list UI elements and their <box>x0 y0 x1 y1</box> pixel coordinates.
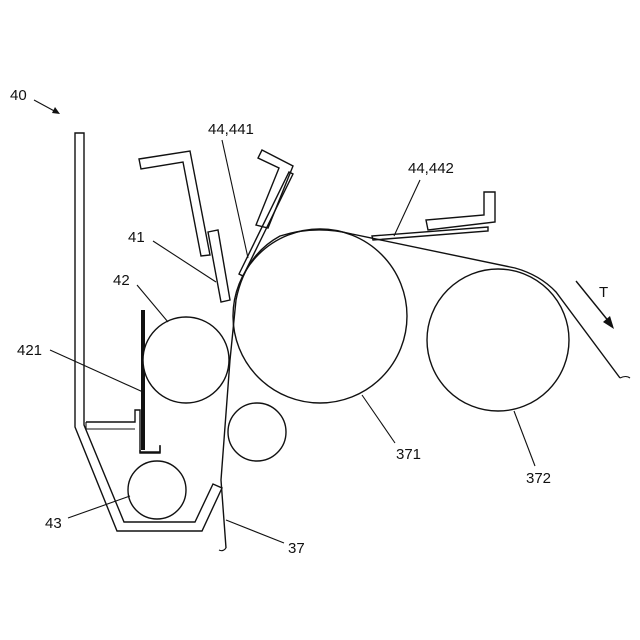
leader-372 <box>514 411 535 466</box>
label-40: 40 <box>10 87 27 104</box>
label-37: 37 <box>288 540 305 557</box>
blade-holder-442 <box>426 192 495 230</box>
roller-371 <box>233 229 407 403</box>
blade-421 <box>141 310 145 450</box>
direction-arrowhead <box>603 316 614 329</box>
blade-421-holder <box>86 410 160 452</box>
roller-42 <box>143 317 229 403</box>
label-T: T <box>599 284 608 301</box>
label-44-442: 44,442 <box>408 160 454 177</box>
label-41: 41 <box>128 229 145 246</box>
part-41 <box>208 230 230 302</box>
blade-holder-441 <box>256 150 293 228</box>
belt-37-tail <box>219 548 226 551</box>
leader-441 <box>222 140 248 258</box>
leader-421 <box>50 350 143 392</box>
backup-roller <box>228 403 286 461</box>
belt-37-end <box>620 377 630 379</box>
leader-371 <box>362 395 395 443</box>
blade-442 <box>372 227 488 240</box>
label-42: 42 <box>113 272 130 289</box>
leader-37 <box>226 520 284 543</box>
blade-holder-41 <box>139 151 210 256</box>
roller-372 <box>427 269 569 411</box>
label-43: 43 <box>45 515 62 532</box>
label-44-441: 44,441 <box>208 121 254 138</box>
roller-43 <box>128 461 186 519</box>
leader-41 <box>153 241 216 282</box>
label-421: 421 <box>17 342 42 359</box>
label-372: 372 <box>526 470 551 487</box>
label-371: 371 <box>396 446 421 463</box>
leader-442 <box>394 180 420 236</box>
